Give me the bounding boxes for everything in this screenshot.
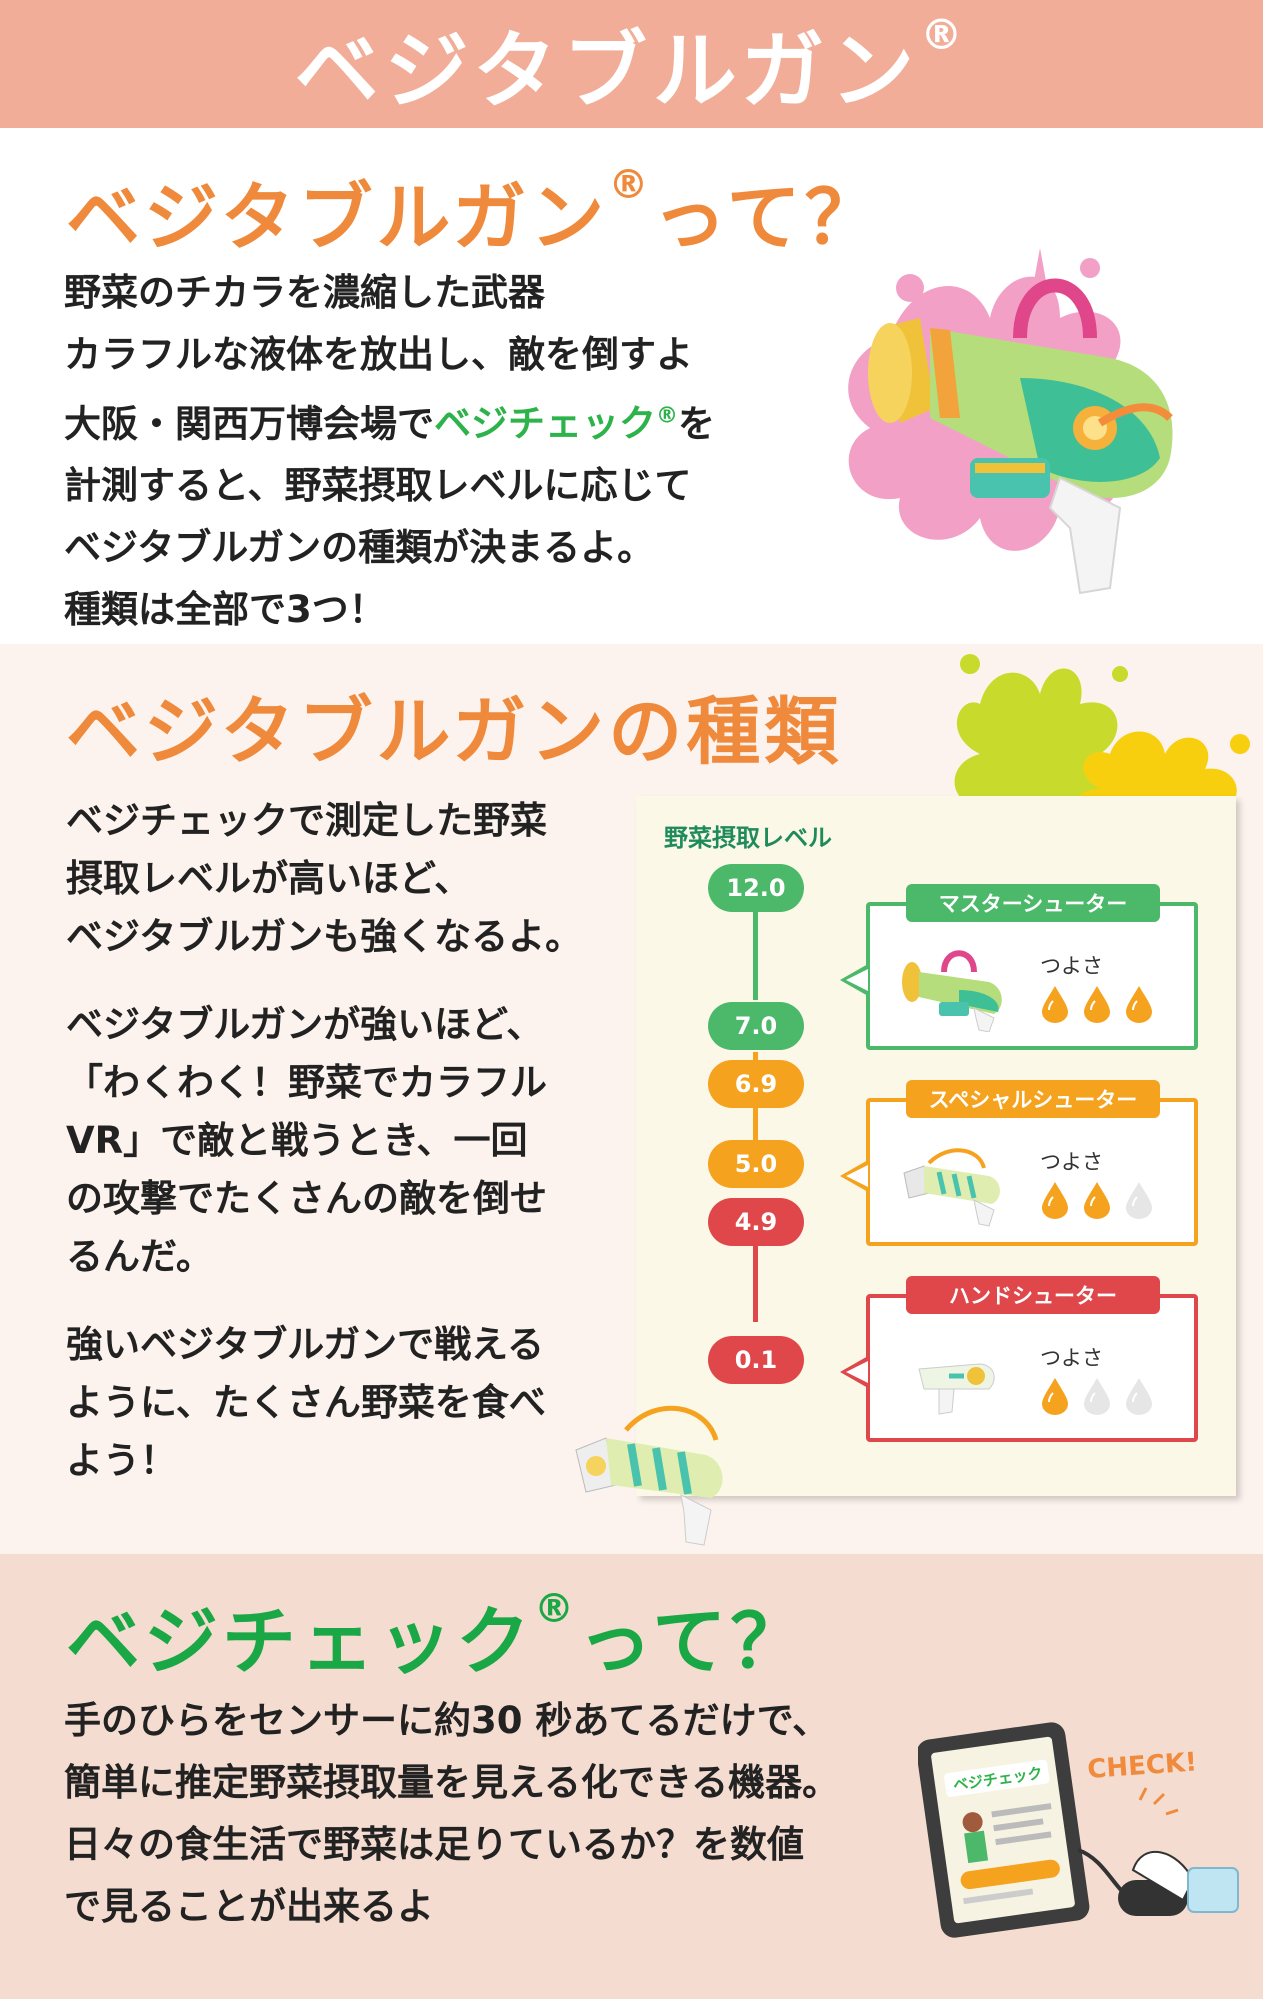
check-label: CHECK! (1086, 1747, 1198, 1785)
tier-hand-shooter: ハンドシューター つよさ (840, 1276, 1198, 1442)
types-line: 強いベジタブルガンで戦える (66, 1323, 545, 1366)
types-heading: ベジタブルガンの種類 (66, 689, 843, 775)
types-para-3: 強いベジタブルガンで戦える ように、たくさん野菜を食べ よう！ (66, 1316, 546, 1490)
drop-filled-icon (1084, 1182, 1110, 1219)
special-gun-illustration (575, 1405, 723, 1546)
level-max-pill: 4.9 (708, 1198, 804, 1246)
about-heading: ベジタブルガン®って？ (66, 162, 883, 261)
tier-name: ハンドシューター (906, 1276, 1160, 1314)
drop-filled-icon (1126, 986, 1152, 1023)
strength-label: つよさ (1040, 1150, 1103, 1174)
level-min-pill: 5.0 (708, 1140, 804, 1188)
vegetable-gun-illustration (848, 248, 1173, 595)
section-vegecheck: ベジチェック®って？ 手のひらをセンサーに約30 秒あてるだけで、 簡単に推定野… (0, 1554, 1263, 1999)
drop-empty-icon (1126, 1182, 1152, 1219)
vegecheck-link-text: ベジチェック® (434, 402, 678, 446)
banner-title: ベジタブルガン® (294, 9, 969, 120)
strength-drops (1040, 984, 1154, 1024)
speech-tail (840, 1356, 868, 1388)
level-min-pill: 0.1 (708, 1336, 804, 1384)
tier-special-shooter: スペシャルシューター つよさ (840, 1080, 1198, 1246)
strength-label: つよさ (1040, 1346, 1103, 1370)
special-gun-icon (903, 1148, 1000, 1227)
tablet-icon: ベジチェック CHECK! (916, 1722, 1239, 1938)
master-gun-icon (902, 950, 1002, 1032)
hand-range-line (753, 1210, 758, 1322)
tier-name: マスターシューター (906, 884, 1160, 922)
strength-drops (1040, 1376, 1154, 1416)
types-line: VR」で敵と戦うとき、一回 (66, 1119, 528, 1162)
hand-gun-icon (918, 1363, 995, 1415)
level-chart-title: 野菜摂取レベル (664, 824, 832, 852)
section-about: ベジタブルガン®って？ 野菜のチカラを濃縮した武器 カラフルな液体を放出し、敵を… (0, 128, 1263, 644)
about-line: 野菜のチカラを濃縮した武器 (64, 271, 545, 314)
about-line: 計測すると、野菜摂取レベルに応じて (64, 464, 692, 508)
gun-icon (868, 278, 1173, 595)
drop-filled-icon (1042, 1182, 1068, 1219)
types-line: の攻撃でたくさんの敵を倒せ (66, 1177, 547, 1220)
level-max-pill: 6.9 (708, 1060, 804, 1108)
about-line: 種類は全部で3つ！ (64, 588, 386, 632)
about-line: 大阪・関西万博会場でベジチェック®を (64, 402, 715, 446)
strength-drops (1040, 1180, 1154, 1220)
types-para-1: ベジチェックで測定した野菜 摂取レベルが高いほど、 ベジタブルガンも強くなるよ。 (66, 792, 582, 966)
page-banner: ベジタブルガン® (0, 0, 1263, 128)
speech-tail (840, 1160, 868, 1192)
vegecheck-line: で見ることが出来るよ (64, 1885, 434, 1928)
types-line: ベジタブルガンも強くなるよ。 (66, 915, 583, 958)
vegecheck-device-illustration: ベジチェック CHECK! (916, 1700, 1248, 1950)
level-max-pill: 12.0 (708, 864, 804, 912)
types-line: ベジタブルガンが強いほど、 (66, 1003, 544, 1046)
types-line: 摂取レベルが高いほど、 (66, 857, 472, 900)
master-range-line (753, 888, 758, 1000)
level-min-pill: 7.0 (708, 1002, 804, 1050)
types-line: よう！ (66, 1439, 177, 1482)
vegecheck-line: 日々の食生活で野菜は足りているか？を数値 (64, 1823, 804, 1866)
types-para-2: ベジタブルガンが強いほど、 「わくわく！野菜でカラフル VR」で敵と戦うとき、一… (66, 996, 547, 1286)
drop-filled-icon (1042, 1378, 1068, 1415)
about-line: ベジタブルガンの種類が決まるよ。 (64, 526, 655, 570)
types-line: るんだ。 (66, 1235, 213, 1278)
vegecheck-heading: ベジチェック®って？ (66, 1586, 809, 1685)
strength-label: つよさ (1040, 954, 1103, 978)
vegecheck-line: 手のひらをセンサーに約30 秒あてるだけで、 (64, 1699, 830, 1742)
types-line: ように、たくさん野菜を食べ (66, 1381, 546, 1424)
drop-empty-icon (1084, 1378, 1110, 1415)
types-line: ベジチェックで測定した野菜 (66, 799, 547, 842)
about-line: カラフルな液体を放出し、敵を倒すよ (64, 333, 693, 376)
about-body: 野菜のチカラを濃縮した武器 カラフルな液体を放出し、敵を倒すよ 大阪・関西万博会… (64, 262, 715, 641)
section-types: ベジタブルガンの種類 ベジチェックで測定した野菜 摂取レベルが高いほど、 ベジタ… (0, 644, 1263, 1554)
vegecheck-line: 簡単に推定野菜摂取量を見える化できる機器。 (64, 1761, 840, 1804)
drop-empty-icon (1126, 1378, 1152, 1415)
tier-name: スペシャルシューター (906, 1080, 1160, 1118)
drop-filled-icon (1084, 986, 1110, 1023)
drop-filled-icon (1042, 986, 1068, 1023)
types-line: 「わくわく！野菜でカラフル (66, 1061, 547, 1104)
speech-tail (840, 964, 868, 996)
vegecheck-body: 手のひらをセンサーに約30 秒あてるだけで、 簡単に推定野菜摂取量を見える化でき… (64, 1690, 839, 1938)
level-chart-card: 野菜摂取レベル 12.0 7.0 6.9 5.0 4.9 0.1 マスターシュー… (636, 796, 1236, 1496)
tier-master-shooter: マスターシューター つよさ (840, 884, 1198, 1050)
